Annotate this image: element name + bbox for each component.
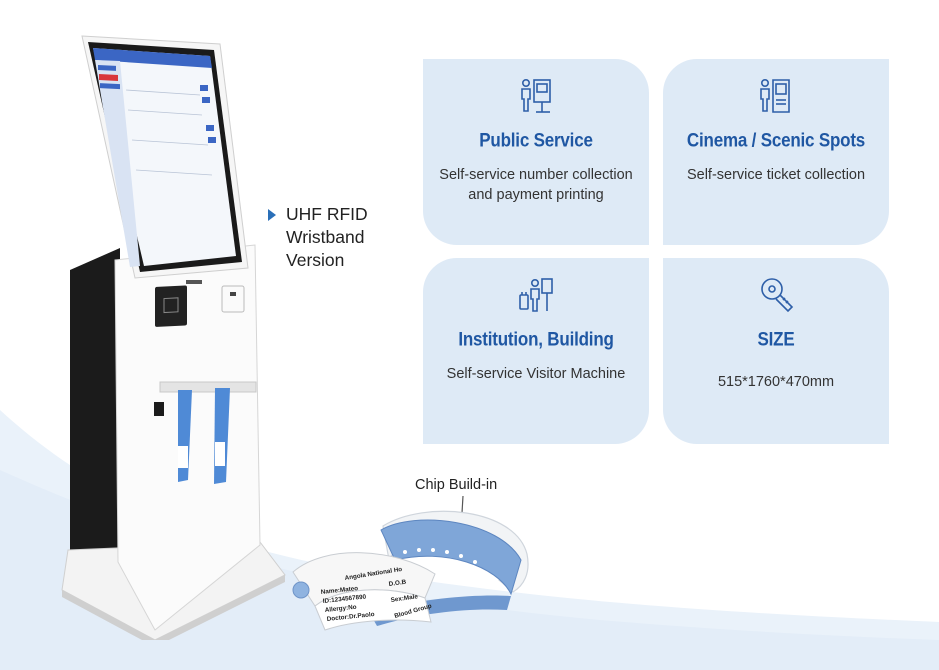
card-desc: Self-service number collection and payme…	[439, 167, 633, 203]
institution-building-icon	[519, 278, 553, 312]
band-print: Allergy:No	[324, 604, 357, 614]
card-institution-building: Institution, Building Self-service Visit…	[423, 258, 649, 444]
card-title: SIZE	[757, 328, 795, 351]
card-title: Cinema / Scenic Spots	[686, 129, 866, 152]
band-print: Name:Mateo	[320, 585, 358, 596]
kiosk-machine	[61, 35, 286, 640]
card-desc: Self-service Visitor Machine	[446, 366, 626, 382]
tape-measure-icon	[761, 278, 794, 313]
card-size: SIZE 515*1760*470mm	[663, 258, 889, 444]
band-print: Doctor:Dr.Paolo	[326, 611, 375, 623]
card-title: Public Service	[479, 129, 593, 152]
card-desc: Self-service ticket collection	[686, 167, 866, 183]
card-public-service: Public Service Self-service number colle…	[423, 59, 649, 245]
card-cinema-scenic: Cinema / Scenic Spots Self-service ticke…	[663, 59, 889, 245]
band-print: Sex:Male	[390, 593, 419, 604]
cinema-kiosk-icon	[760, 78, 790, 113]
callout-line: Wristband	[286, 227, 365, 247]
wristband-version-callout: UHF RFID Wristband Version	[268, 203, 368, 272]
callout-line: UHF RFID	[286, 204, 368, 224]
card-desc: 515*1760*470mm	[717, 374, 835, 390]
band-print: ID:1234567890	[322, 593, 366, 605]
callout-line: Version	[286, 250, 345, 270]
rfid-wristband-image: Angola National Ho Name:Mateo ID:1234567…	[292, 495, 529, 631]
band-print: D.O.B	[388, 579, 407, 588]
card-title: Institution, Building	[458, 328, 614, 351]
chip-label: Chip Build-in	[415, 477, 498, 493]
public-service-icon	[521, 78, 551, 113]
triangle-bullet-icon	[268, 209, 276, 221]
